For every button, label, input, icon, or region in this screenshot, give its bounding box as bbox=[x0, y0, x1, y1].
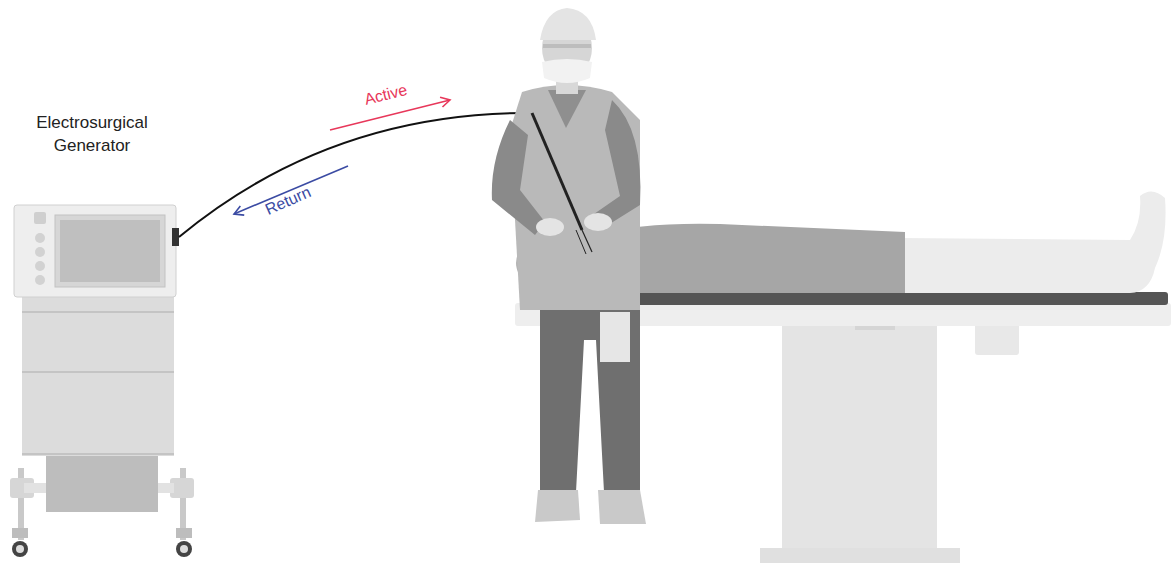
generator-wheel bbox=[12, 541, 28, 557]
panel-button bbox=[35, 275, 45, 285]
surgeon-cap bbox=[540, 8, 596, 40]
table-base bbox=[760, 548, 960, 563]
surgeon-glove bbox=[584, 213, 612, 231]
surgeon-pocket bbox=[600, 312, 630, 362]
generator-caster bbox=[176, 528, 192, 538]
surgeon-shoe bbox=[535, 490, 580, 522]
electrode-cable bbox=[179, 113, 532, 237]
surgeon-shoe bbox=[598, 490, 646, 524]
surgeon-gown bbox=[510, 85, 640, 310]
surgeon-arm bbox=[594, 100, 640, 230]
pencil-tip bbox=[576, 230, 586, 254]
generator-wheel-hub bbox=[16, 545, 24, 553]
surgeon-collar bbox=[548, 90, 586, 128]
cabinet-seam bbox=[22, 371, 174, 373]
flow-label: Return bbox=[262, 181, 315, 220]
cabinet-seam bbox=[22, 453, 174, 455]
table-rail bbox=[975, 322, 1019, 355]
generator-wheel bbox=[176, 541, 192, 557]
generator-caster bbox=[12, 528, 28, 538]
cable-port bbox=[172, 228, 179, 246]
surgeon-figure bbox=[492, 8, 646, 524]
panel-button bbox=[35, 261, 45, 271]
surgeon-eye-band bbox=[543, 44, 591, 48]
panel-screen bbox=[55, 215, 165, 287]
table-pedestal bbox=[782, 322, 937, 550]
generator-panel bbox=[14, 205, 176, 297]
surgeon-legs bbox=[540, 300, 640, 492]
patient-body bbox=[600, 224, 905, 293]
panel-screen-display bbox=[60, 220, 160, 282]
generator-unit bbox=[10, 205, 194, 557]
operating-table bbox=[515, 292, 1171, 563]
patient-legs bbox=[900, 191, 1166, 293]
generator-wheel-hub bbox=[180, 545, 188, 553]
panel-indicator bbox=[34, 212, 46, 224]
device-label: Electrosurgical Generator bbox=[17, 112, 167, 158]
cabinet-seam bbox=[22, 311, 174, 313]
surgeon-mask bbox=[542, 59, 592, 83]
surgeon-arm bbox=[492, 120, 545, 235]
panel-button bbox=[35, 233, 45, 243]
surgeon-glove bbox=[536, 218, 564, 236]
panel-button bbox=[35, 247, 45, 257]
generator-cabinet bbox=[22, 296, 174, 456]
flow-label: Active bbox=[362, 79, 410, 110]
electrosurgical-pencil bbox=[532, 113, 582, 230]
